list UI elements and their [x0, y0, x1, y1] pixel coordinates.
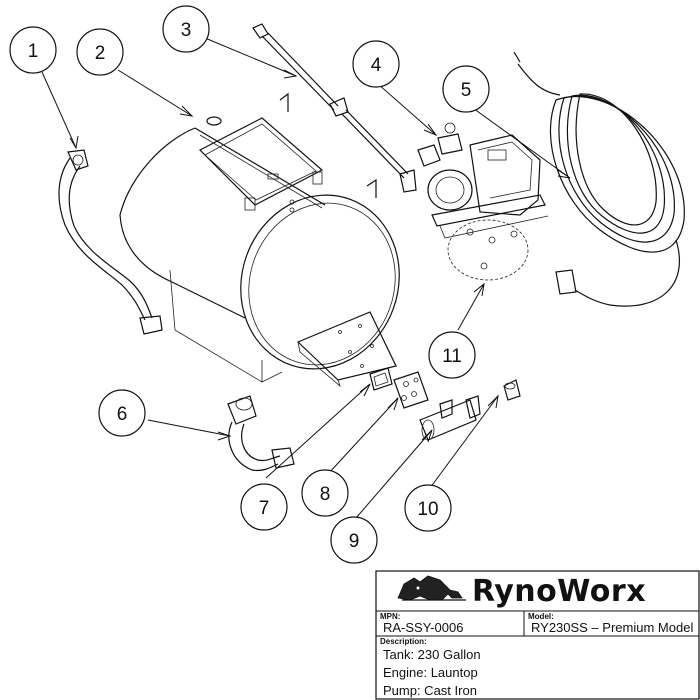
- leader-lines: [41, 37, 571, 519]
- callout-bubble-2: [76, 28, 124, 76]
- callout-number-10: 10: [417, 499, 438, 520]
- callout-bubble-10: [404, 484, 452, 532]
- pump-engine-part-4: [417, 122, 549, 239]
- spray-wand-part-3: [252, 23, 417, 193]
- callout-number-1: 1: [28, 41, 39, 62]
- callout-number-11: 11: [442, 346, 462, 367]
- callout-number-4: 4: [371, 55, 382, 76]
- gasket-part-7: [369, 367, 393, 391]
- callout-bubble-4: [352, 40, 400, 88]
- callout-number-8: 8: [320, 484, 331, 505]
- callout-bubble-1: [9, 26, 57, 74]
- coupler-part-10: [503, 379, 521, 401]
- callout-bubbles: 1 2 3 4 5 6 7 8 9 10 11: [9, 5, 490, 564]
- callout-number-9: 9: [349, 531, 360, 552]
- coiled-hose-part-5: [513, 51, 685, 307]
- hose-part-6: [227, 395, 295, 472]
- callout-number-2: 2: [95, 43, 106, 64]
- plate-part-8: [393, 371, 429, 409]
- description-line-tank: Tank: 230 Gallon: [383, 647, 481, 662]
- gasket-part-11: [447, 219, 529, 281]
- callout-bubble-7: [240, 483, 288, 531]
- callout-bubble-11: [428, 331, 476, 379]
- description-line-engine: Engine: Launtop: [383, 665, 478, 680]
- brand-name: RynoWorx: [472, 574, 646, 609]
- rhino-logo-icon: [397, 575, 466, 601]
- callout-bubble-8: [301, 469, 349, 517]
- callout-number-5: 5: [461, 80, 472, 101]
- callout-number-7: 7: [259, 498, 270, 519]
- callout-bubble-3: [162, 5, 210, 53]
- description-line-pump: Pump: Cast Iron: [383, 683, 477, 698]
- model-label: Model:: [528, 612, 554, 621]
- callout-number-3: 3: [181, 20, 192, 41]
- callout-bubble-9: [330, 516, 378, 564]
- mpn-label: MPN:: [380, 612, 400, 621]
- title-block: RynoWorx MPN: RA-SSY-0006 Model: RY230SS…: [375, 570, 700, 700]
- callout-bubble-6: [98, 389, 146, 437]
- callout-number-6: 6: [117, 404, 128, 425]
- valve-part-9: [419, 395, 481, 441]
- tank-part-2: [119, 92, 400, 388]
- description-label: Description:: [380, 637, 427, 646]
- model-value: RY230SS – Premium Model: [531, 620, 693, 635]
- callout-bubble-5: [442, 65, 490, 113]
- hose-part-1: [58, 149, 163, 335]
- mpn-value: RA-SSY-0006: [383, 620, 463, 635]
